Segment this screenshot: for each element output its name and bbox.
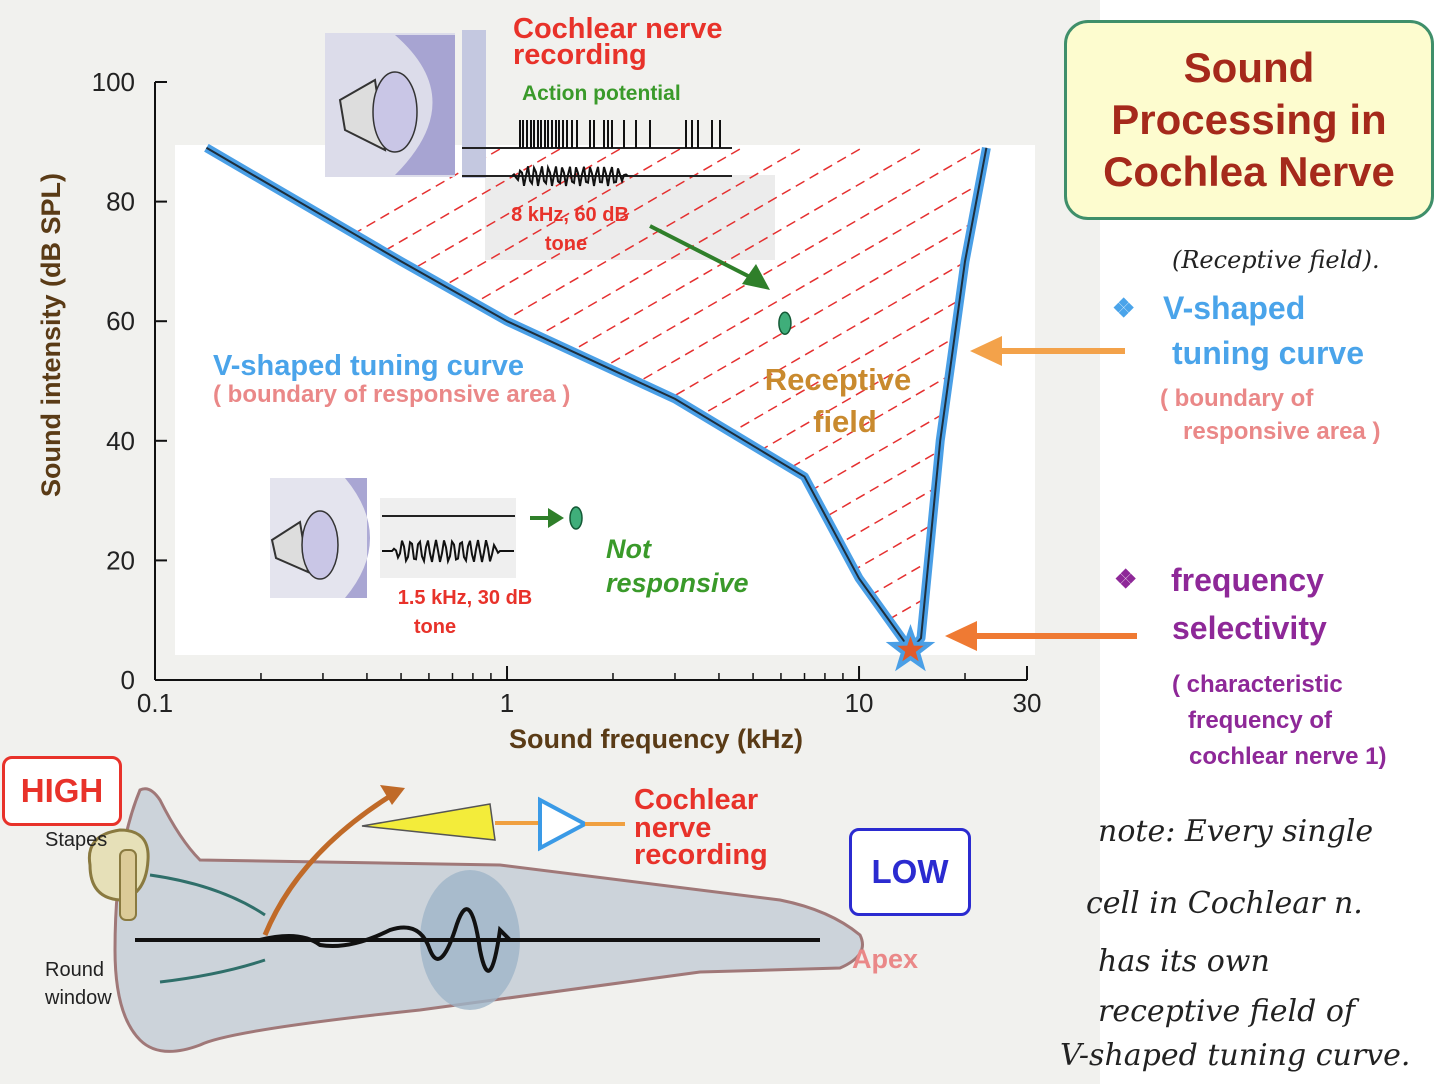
fluid-arrow-1: [149, 873, 266, 917]
not-responsive-line1: Not: [606, 534, 652, 564]
bullet2-sub3: cochlear nerve 1): [1189, 743, 1387, 770]
y-tick-label: 0: [121, 665, 135, 695]
pointer-arrows: [945, 336, 1137, 651]
bullet1-icon: ❖: [1112, 293, 1136, 323]
bullet2-sub1: ( characteristic: [1172, 671, 1343, 698]
cochlea-recording-line1: Cochlear: [634, 784, 758, 816]
tone-burst-top: [511, 163, 629, 187]
handwritten-note-line4: receptive field of: [1098, 994, 1356, 1029]
chart-annotations: [530, 224, 936, 672]
title-line1: Sound: [1183, 44, 1315, 91]
speaker-illustration-top: [325, 30, 486, 178]
sample-high-label-line1: 8 kHz, 60 dB: [511, 204, 629, 226]
chart-axes: 0 20 40 60 80 100 0.1 1 10 30: [92, 67, 1042, 718]
nerve-fiber-arrow: [262, 787, 402, 936]
y-tick-label: 80: [106, 187, 135, 217]
tuning-curve: [204, 143, 991, 655]
x-tick-label: 0.1: [137, 688, 173, 718]
cochlea-recording-line2: nerve: [634, 812, 711, 844]
handwritten-note-line2: cell in Cochlear n.: [1086, 886, 1363, 921]
bullet1-sub1: ( boundary of: [1160, 385, 1314, 412]
traveling-wave: [259, 907, 512, 973]
bullet1-line2: tuning curve: [1172, 335, 1365, 371]
receptive-field-label-line2: field: [813, 404, 877, 439]
slide-title-box: Sound Processing in Cochlea Nerve: [1064, 20, 1434, 220]
curve-sublabel: ( boundary of responsive area ): [213, 381, 570, 408]
amplifier-icon: [538, 796, 590, 852]
not-responsive-line2: responsive: [606, 568, 749, 598]
nerve-fiber-arrowhead: [380, 785, 405, 805]
curve-label: V-shaped tuning curve: [213, 350, 524, 382]
title-line3: Cochlea Nerve: [1103, 148, 1395, 195]
electrode: [361, 803, 496, 841]
handwritten-receptive-field: (Receptive field).: [1172, 246, 1380, 274]
bullet2-line2: selectivity: [1172, 610, 1327, 646]
y-tick-label: 40: [106, 426, 135, 456]
high-frequency-tag: HIGH: [2, 756, 122, 826]
arrow-to-point-head: [945, 621, 977, 651]
handwritten-note-line1: note: Every single: [1098, 814, 1374, 849]
title-line2: Processing in: [1111, 96, 1387, 143]
arrow-to-curve-head: [970, 336, 1002, 366]
y-tick-label: 20: [106, 545, 135, 575]
tone-label-panel: [485, 175, 775, 260]
tone-burst-bottom-line: [382, 538, 514, 565]
arrow-to-sample-high-head: [742, 264, 770, 290]
sample-low-label-line1: 1.5 kHz, 30 dB: [398, 587, 533, 609]
bullet2-icon: ❖: [1114, 564, 1138, 594]
x-tick-label: 10: [845, 688, 874, 718]
bullet2-sub2: frequency of: [1188, 707, 1333, 734]
sample-point-responsive: [778, 311, 792, 335]
recording-title-line2: recording: [513, 39, 647, 71]
stapes-label: Stapes: [45, 829, 107, 851]
y-tick-label: 100: [92, 67, 135, 97]
tuning-curve-core: [205, 146, 988, 652]
sample-point-not-responsive: [569, 506, 583, 530]
x-axis-label: Sound frequency (kHz): [509, 724, 803, 754]
characteristic-frequency-star: [885, 624, 936, 672]
stapes-footplate: [119, 849, 137, 921]
x-tick-label: 1: [500, 688, 514, 718]
receptive-field-label-line1: Receptive: [765, 362, 911, 397]
action-potential-label: Action potential: [522, 82, 681, 105]
hatch-line: [749, 147, 987, 651]
fluid-arrow-2: [159, 958, 266, 984]
handwritten-note-line5: V-shaped tuning curve.: [1060, 1038, 1411, 1073]
handwritten-note-line3: has its own: [1098, 944, 1270, 979]
apex-label: Apex: [852, 944, 918, 974]
round-window-label-line2: window: [44, 987, 112, 1009]
sample-high-label-line2: tone: [545, 233, 587, 255]
bullet2-line1: frequency: [1171, 562, 1324, 598]
sample-low-label-line2: tone: [414, 616, 456, 638]
y-tick-label: 60: [106, 306, 135, 336]
recording-title-line1: Cochlear nerve: [513, 13, 723, 45]
tone-burst-waveform-bottom: [382, 538, 514, 565]
cochlea-recording-line3: recording: [634, 839, 768, 871]
y-axis-label: Sound intensity (dB SPL): [36, 173, 66, 497]
bullet1-sub2: responsive area ): [1183, 418, 1381, 445]
low-frequency-tag: LOW: [849, 828, 971, 916]
cochlea-diagram: Cochlear nerve recording Stapes Round wi…: [0, 760, 1060, 1084]
tuning-curve-chart: 0 20 40 60 80 100 0.1 1 10 30 Sound intensity (dB…: [36, 13, 1042, 754]
hatch-line: [206, 147, 611, 651]
speaker-illustration-bottom: [270, 478, 516, 598]
bullet1-line1: V-shaped: [1163, 290, 1306, 326]
action-potential-trace: [462, 120, 732, 187]
x-tick-label: 30: [1013, 688, 1042, 718]
hatch-line: [206, 147, 551, 651]
round-window-label-line1: Round: [45, 959, 104, 981]
hatch-line: [206, 147, 671, 651]
arrow-to-sample-high: [649, 224, 753, 280]
arrow-to-sample-low-head: [548, 508, 564, 528]
